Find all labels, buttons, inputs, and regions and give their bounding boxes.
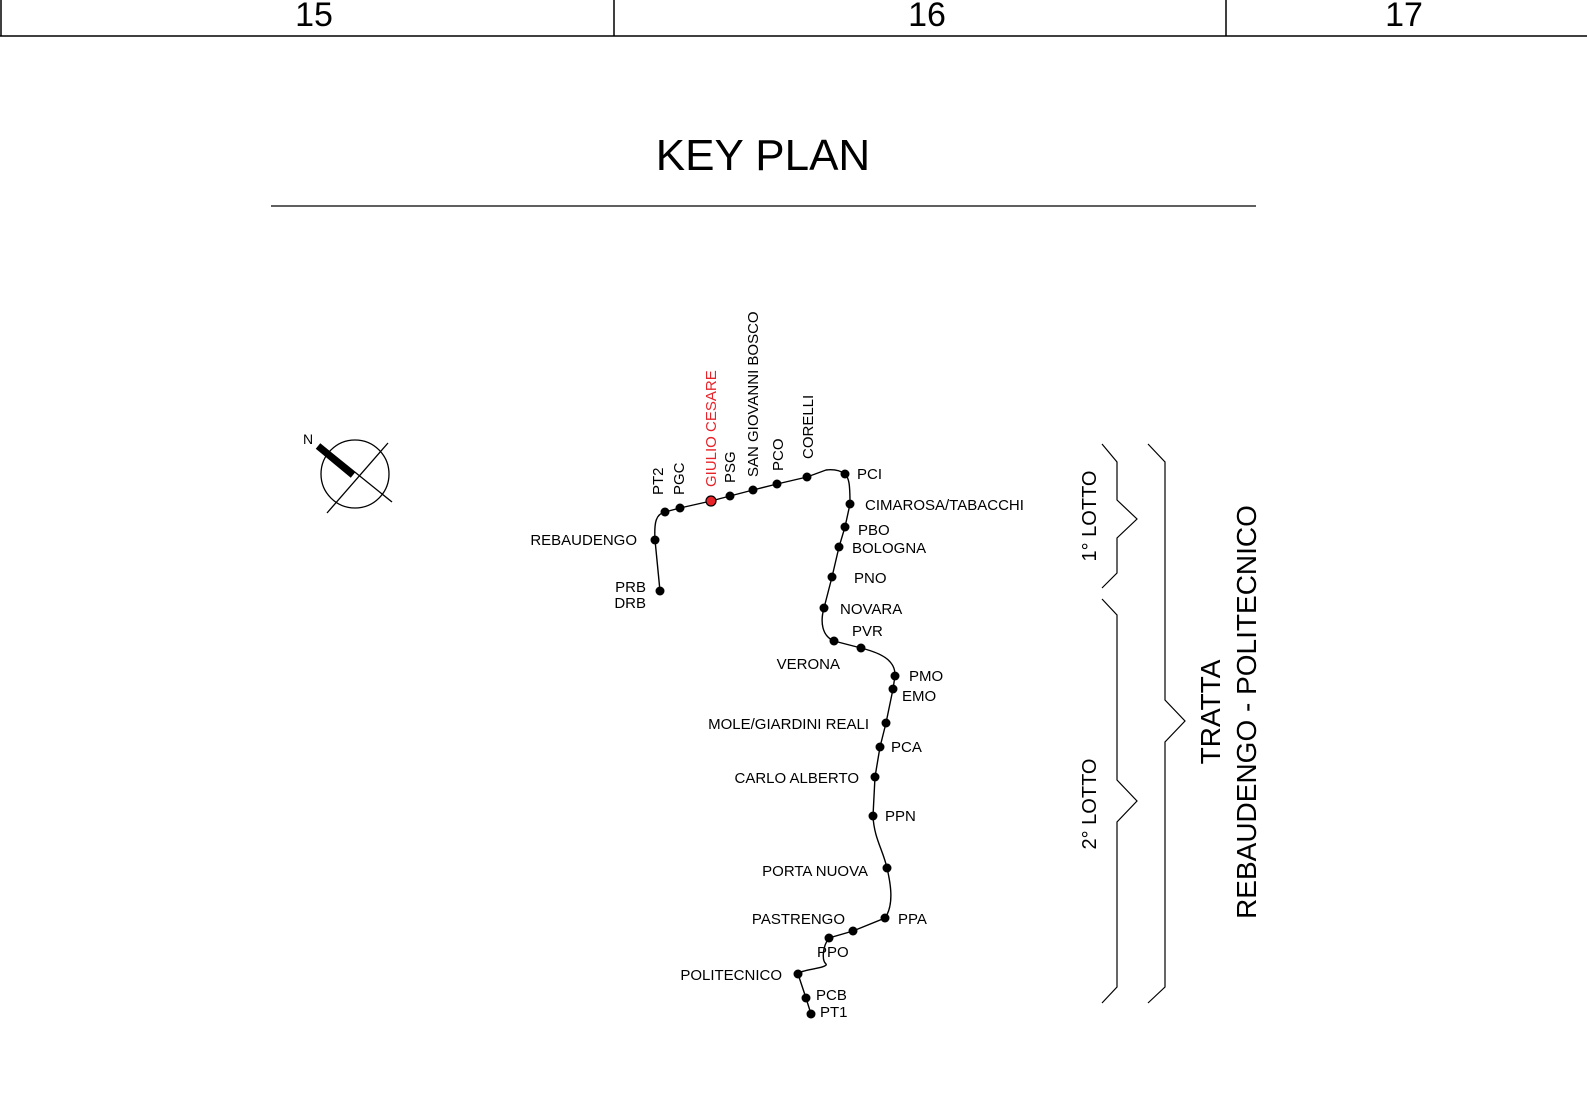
station-dot-carlo-alberto[interactable]: [870, 772, 880, 782]
station-dot-mole[interactable]: [881, 718, 891, 728]
station-label-pt2: PT2: [650, 467, 667, 495]
station-label-pt1: PT1: [820, 1004, 848, 1021]
station-dot-psg[interactable]: [725, 491, 735, 501]
station-dot-pt1[interactable]: [806, 1009, 816, 1019]
station-label-carlo-alberto: CARLO ALBERTO: [735, 770, 860, 787]
station-label-pca: PCA: [891, 739, 922, 756]
station-label-rebaudengo: REBAUDENGO: [530, 532, 637, 549]
station-label-politecnico: POLITECNICO: [680, 967, 782, 984]
lotto2-label: 2° LOTTO: [1079, 759, 1101, 850]
tratta-subtitle: REBAUDENGO - POLITECNICO: [1231, 505, 1262, 919]
station-dot-pco[interactable]: [772, 479, 782, 489]
lotto1-label: 1° LOTTO: [1079, 471, 1101, 562]
station-dot-pt2[interactable]: [660, 507, 670, 517]
station-dot-pci[interactable]: [840, 469, 850, 479]
north-arrow-icon: N: [303, 431, 393, 514]
station-dot-pvr[interactable]: [856, 643, 866, 653]
station-dot-giulio-cesare[interactable]: [705, 495, 717, 507]
station-label-ppa: PPA: [898, 911, 927, 928]
station-dot-ppa[interactable]: [880, 913, 890, 923]
station-dot-pmo[interactable]: [890, 671, 900, 681]
station-label-verona: VERONA: [777, 656, 840, 673]
station-label-novara: NOVARA: [840, 601, 902, 618]
station-label-emo: EMO: [902, 688, 936, 705]
ruler-label-15: 15: [295, 0, 333, 34]
station-dot-pca[interactable]: [875, 742, 885, 752]
ruler-label-17: 17: [1385, 0, 1423, 34]
page-title: KEY PLAN: [656, 131, 870, 180]
lotto-braces: [1101, 443, 1186, 1004]
tratta-title: TRATTA: [1195, 659, 1226, 764]
station-dot-porta-nuova[interactable]: [882, 863, 892, 873]
station-label-pci: PCI: [857, 466, 882, 483]
station-label-cimarosa: CIMAROSA/TABACCHI: [865, 497, 1024, 514]
station-dot-san-giovanni-bosco[interactable]: [748, 485, 758, 495]
station-label-bologna: BOLOGNA: [852, 540, 926, 557]
station-label-pvr: PVR: [852, 623, 883, 640]
station-dots: [650, 469, 900, 1019]
station-dot-pcb[interactable]: [801, 993, 811, 1003]
station-dot-rebaudengo[interactable]: [650, 535, 660, 545]
station-dot-corelli[interactable]: [802, 472, 812, 482]
station-dot-bologna[interactable]: [834, 542, 844, 552]
station-dot-pastrengo[interactable]: [848, 926, 858, 936]
station-label-mole: MOLE/GIARDINI REALI: [708, 716, 869, 733]
station-label-psg: PSG: [722, 451, 739, 483]
station-label-corelli: CORELLI: [800, 395, 817, 459]
station-dot-pgc[interactable]: [675, 503, 685, 513]
station-label-pmo: PMO: [909, 668, 943, 685]
station-label-pcb: PCB: [816, 987, 847, 1004]
compass-label: N: [303, 431, 313, 447]
brace-tratta: [1147, 443, 1186, 1004]
station-dot-cimarosa[interactable]: [845, 499, 855, 509]
station-dot-emo[interactable]: [888, 684, 898, 694]
station-label-prb: PRB: [615, 579, 646, 596]
station-label-porta-nuova: PORTA NUOVA: [762, 863, 868, 880]
column-ruler: 15 16 17: [0, 0, 1587, 37]
station-dot-verona[interactable]: [829, 636, 839, 646]
station-label-drb: DRB: [614, 595, 646, 612]
station-dot-politecnico[interactable]: [793, 969, 803, 979]
station-label-pbo: PBO: [858, 522, 890, 539]
ruler-label-16: 16: [908, 0, 946, 34]
station-label-giulio-cesare: GIULIO CESARE: [703, 370, 720, 487]
station-label-pastrengo: PASTRENGO: [752, 911, 845, 928]
station-dot-pno[interactable]: [827, 572, 837, 582]
station-dot-novara[interactable]: [819, 603, 829, 613]
station-dot-pbo[interactable]: [840, 522, 850, 532]
station-label-pgc: PGC: [671, 462, 688, 495]
station-label-pno: PNO: [854, 570, 887, 587]
station-label-san-giovanni-bosco: SAN GIOVANNI BOSCO: [745, 311, 762, 477]
station-label-ppn: PPN: [885, 808, 916, 825]
station-dot-ppo[interactable]: [824, 933, 834, 943]
station-label-ppo: PPO: [817, 944, 849, 961]
station-dot-prb[interactable]: [655, 586, 665, 596]
brace-lotto1: [1101, 443, 1138, 589]
station-label-pco: PCO: [770, 438, 787, 471]
brace-lotto2: [1101, 598, 1138, 1004]
station-dot-ppn[interactable]: [868, 811, 878, 821]
